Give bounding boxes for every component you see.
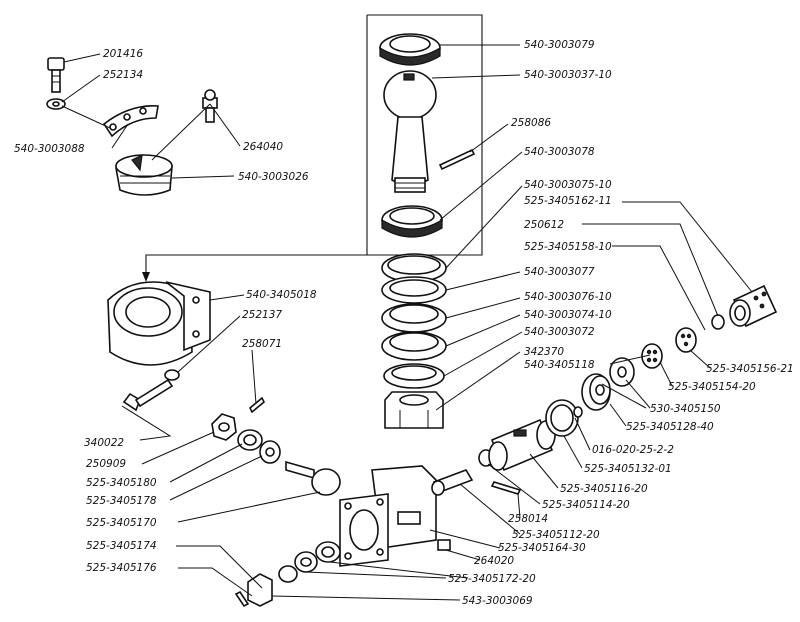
seat-525-3405172-20b (315, 541, 341, 563)
label-340022: 340022 (84, 437, 124, 449)
fitting-264020 (437, 539, 451, 551)
label-540-3405018: 540-3405018 (246, 289, 317, 301)
label-258086: 258086 (511, 117, 551, 129)
washer-252134 (46, 98, 66, 110)
bolt-340022 (122, 378, 174, 412)
cup-540-3003076-10 (381, 303, 447, 333)
label-525-3405170: 525-3405170 (86, 517, 157, 529)
label-525-3405180: 525-3405180 (86, 477, 157, 489)
label-525-3405156-21: 525-3405156-21 (706, 363, 794, 375)
label-252134: 252134 (103, 69, 143, 81)
label-525-3405112-20: 525-3405112-20 (512, 529, 600, 541)
label-525-3405172-20: 525-3405172-20 (448, 573, 536, 585)
disc-525-3405154-20 (641, 343, 663, 369)
label-525-3405116-20: 525-3405116-20 (560, 483, 648, 495)
label-525-3405158-10: 525-3405158-10 (524, 241, 612, 253)
label-540-3003079: 540-3003079 (524, 39, 595, 51)
pin-258014 (490, 481, 522, 495)
ring-525-3405132-01 (573, 406, 583, 418)
washer-252137 (164, 369, 180, 381)
label-525-3405114-20: 525-3405114-20 (542, 499, 630, 511)
label-252137: 252137 (242, 309, 282, 321)
label-525-3405174: 525-3405174 (86, 540, 157, 552)
label-525-3405178: 525-3405178 (86, 495, 157, 507)
label-250909: 250909 (86, 458, 126, 470)
label-258071: 258071 (242, 338, 282, 350)
cotter-pin-258086 (438, 148, 476, 171)
housing-540-3405018 (107, 281, 211, 366)
part-labels: 540-3003079 540-3003037-10 258086 540-30… (14, 39, 794, 607)
leader-lines (61, 44, 753, 601)
valve-530-3405150 (609, 357, 635, 387)
label-540-3003037-10: 540-3003037-10 (524, 69, 612, 81)
o-ring-016-020-25-2-2 (545, 399, 579, 437)
nut-250909 (211, 413, 237, 441)
spring-525-3405180 (237, 429, 263, 451)
valve-525-3405128-40 (581, 373, 611, 411)
washer-250612 (711, 314, 725, 330)
label-540-3405118: 540-3405118 (524, 359, 595, 371)
label-250612: 250612 (524, 219, 564, 231)
label-540-3003088: 540-3003088 (14, 143, 85, 155)
spring-525-3405174 (278, 565, 298, 583)
label-016-020-25-2-2: 016-020-25-2-2 (592, 444, 674, 456)
disc-525-3405156-21 (675, 327, 697, 353)
ball-pin-540-3003037-10 (383, 70, 437, 193)
label-525-3405164-30: 525-3405164-30 (498, 542, 586, 554)
bolt-201416 (47, 57, 65, 93)
label-525-3405154-20: 525-3405154-20 (668, 381, 756, 393)
nut-342370 (384, 391, 444, 429)
cap-525-3405176 (234, 573, 273, 608)
ball-pin-525-3405170 (285, 460, 341, 496)
cup-540-3003074-10 (381, 331, 447, 361)
label-525-3405176: 525-3405176 (86, 562, 157, 574)
label-540-3003078: 540-3003078 (524, 146, 595, 158)
label-264040: 264040 (243, 141, 283, 153)
spring-540-3003075-10 (381, 253, 447, 283)
washer-525-3405178 (259, 440, 281, 464)
label-540-3003075-10: 540-3003075-10 (524, 179, 612, 191)
grease-nipple-264040 (202, 89, 218, 123)
label-342370: 342370 (524, 346, 564, 358)
piston-525-3405114-20 (488, 418, 556, 472)
washer-540-3003077 (381, 276, 447, 304)
label-540-3003026: 540-3003026 (238, 171, 309, 183)
label-258014: 258014 (508, 513, 548, 525)
ring-540-3003079 (379, 33, 441, 66)
label-525-3405128-40: 525-3405128-40 (626, 421, 714, 433)
label-530-3405150: 530-3405150 (650, 403, 721, 415)
label-540-3003074-10: 540-3003074-10 (524, 309, 612, 321)
valve-housing-525-3405164-30 (339, 465, 437, 567)
ring-540-3003072 (383, 363, 445, 389)
sleeve-525-3405162-11 (729, 284, 778, 328)
label-525-3405132-01: 525-3405132-01 (584, 463, 672, 475)
label-540-3003077: 540-3003077 (524, 266, 595, 278)
nut-540-3003026 (115, 153, 173, 196)
label-264020: 264020 (474, 555, 514, 567)
seat-525-3405172-20a (294, 551, 318, 573)
label-543-3003069: 543-3003069 (462, 595, 533, 607)
label-540-3003072: 540-3003072 (524, 326, 595, 338)
lock-plate-540-3003088 (102, 105, 159, 138)
cotter-258071 (249, 396, 265, 414)
seat-540-3003078 (381, 205, 443, 238)
column-frame (142, 14, 483, 282)
label-201416: 201416 (103, 48, 143, 60)
label-540-3003076-10: 540-3003076-10 (524, 291, 612, 303)
plug-525-3405112-20 (431, 469, 474, 496)
label-525-3405162-11: 525-3405162-11 (524, 195, 612, 207)
